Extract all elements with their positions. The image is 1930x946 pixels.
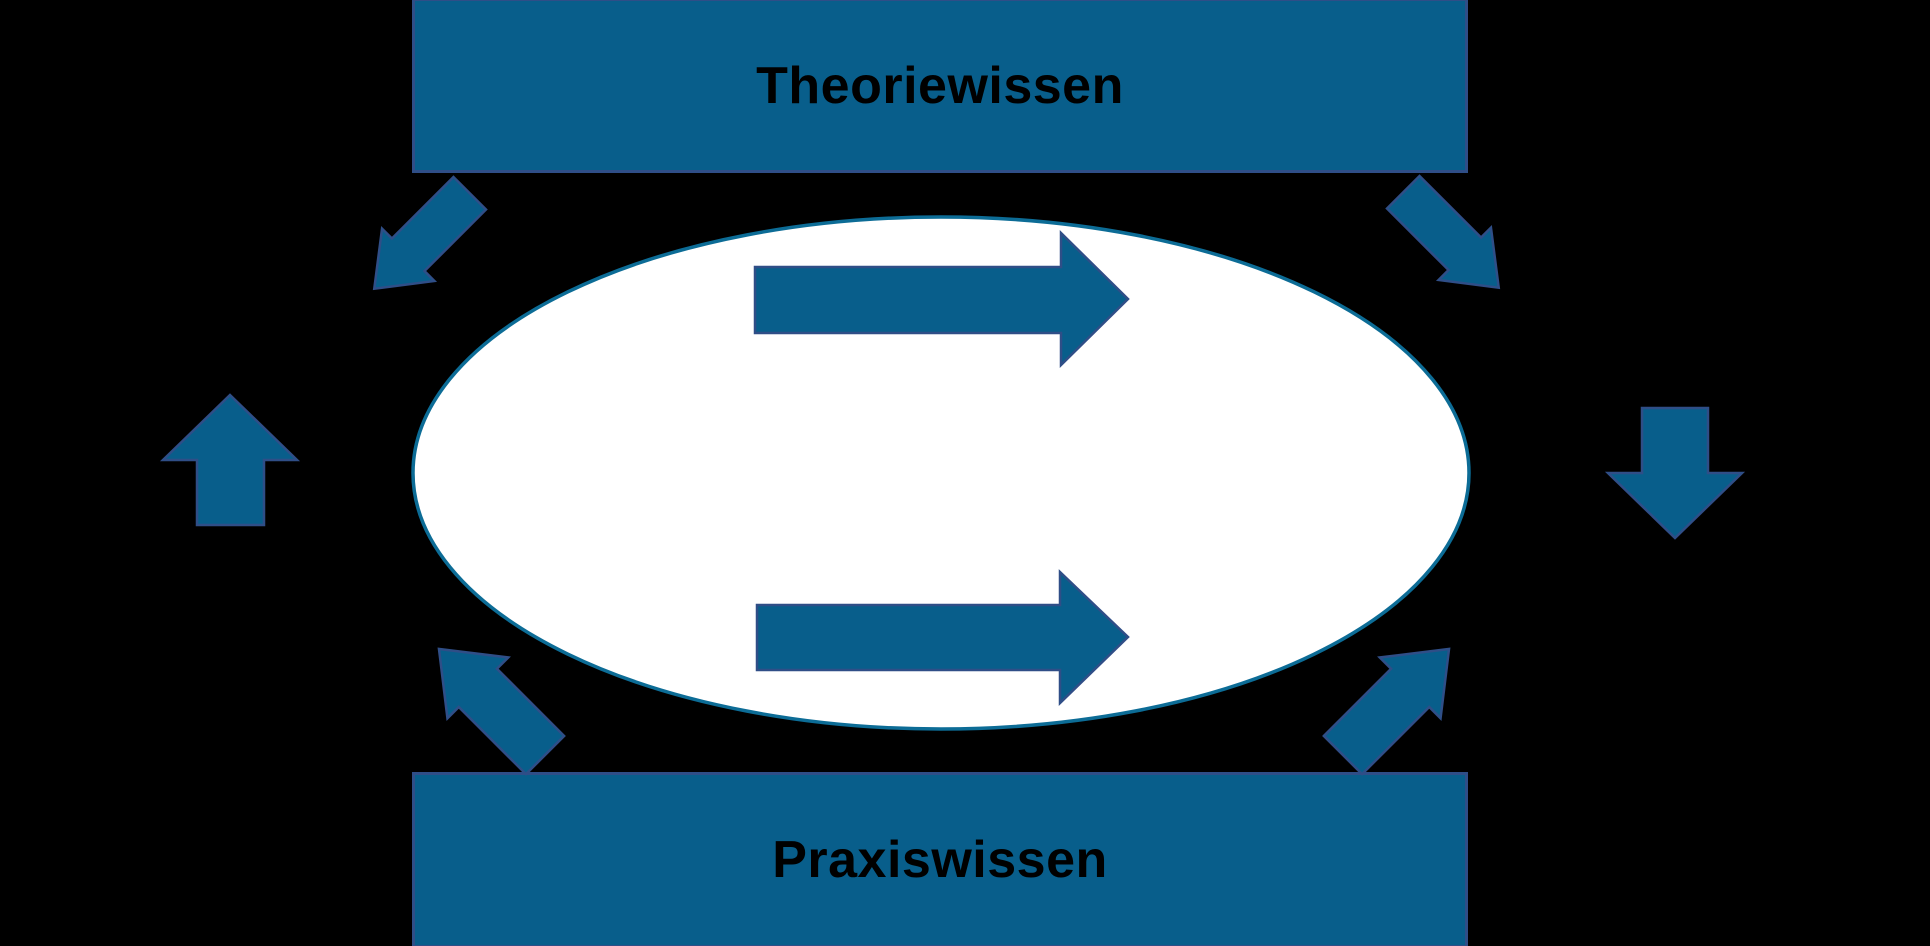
- practice-box-label: Praxiswissen: [772, 831, 1108, 889]
- practice-box: Praxiswissen: [412, 772, 1468, 946]
- arrow-down-icon: [1604, 406, 1746, 540]
- theory-box: Theoriewissen: [412, 0, 1468, 173]
- arrow-down-right-icon: [1385, 174, 1501, 290]
- arrow-right-icon: [755, 569, 1130, 706]
- arrow-up-left-icon: [437, 647, 566, 776]
- arrow-up-icon: [159, 393, 301, 527]
- arrow-up-right-icon: [1322, 647, 1451, 776]
- arrow-down-left-icon: [372, 175, 488, 291]
- exchange-ellipse: [411, 215, 1471, 731]
- arrow-right-icon: [753, 230, 1130, 368]
- theory-box-label: Theoriewissen: [756, 56, 1124, 115]
